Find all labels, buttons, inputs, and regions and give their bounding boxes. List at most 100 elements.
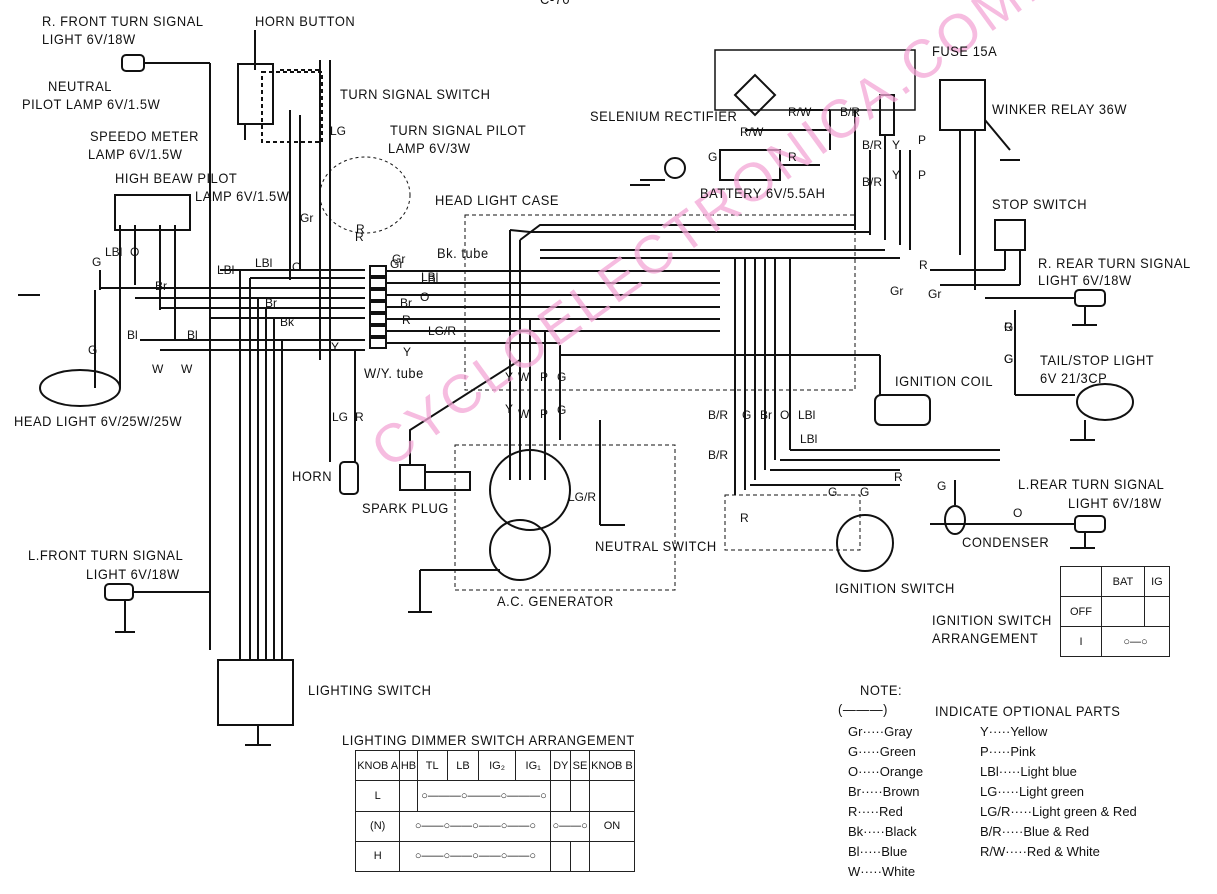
wire-color-label: P xyxy=(918,168,927,182)
wire-color-label: G xyxy=(742,408,752,422)
neutral-pilot-spec: PILOT LAMP 6V/1.5W xyxy=(22,96,161,112)
col-bat: BAT xyxy=(1101,566,1145,597)
wire-color-label: W xyxy=(152,362,164,376)
wire-color-label: Br xyxy=(155,279,167,293)
wy-tube-label: W/Y. tube xyxy=(364,365,424,381)
speedo-spec: LAMP 6V/1.5W xyxy=(88,146,183,162)
wire-color-label: G xyxy=(88,343,98,357)
r-rear-turn-label: R. REAR TURN SIGNAL xyxy=(1038,255,1191,271)
col-hb: HB xyxy=(399,749,418,782)
wire-color-label: G xyxy=(708,150,718,164)
wire-color-label: Y xyxy=(403,345,412,359)
r-front-turn-spec: LIGHT 6V/18W xyxy=(42,31,136,47)
stop-switch-label: STOP SWITCH xyxy=(992,196,1088,212)
legend-entry: LG·····Light green xyxy=(980,784,1085,799)
wire-color-label: B/R xyxy=(840,105,861,119)
wire-color-label: R xyxy=(788,150,797,164)
legend-entry: Br·····Brown xyxy=(848,784,920,799)
legend-optional: INDICATE OPTIONAL PARTS xyxy=(935,703,1121,719)
neutral-pilot-label: NEUTRAL xyxy=(48,78,112,94)
lighting-switch-label: LIGHTING SWITCH xyxy=(308,682,432,698)
r-rear-turn-spec: LIGHT 6V/18W xyxy=(1038,272,1132,288)
wire-color-label: B/R xyxy=(862,138,883,152)
legend-entry: LBl·····Light blue xyxy=(980,764,1077,779)
turn-pilot-spec: LAMP 6V/3W xyxy=(388,140,471,156)
wire-color-label: O xyxy=(292,260,302,274)
wire-color-label: Bl xyxy=(187,328,198,342)
l-front-turn-spec: LIGHT 6V/18W xyxy=(86,566,180,582)
wire-color-label: R xyxy=(919,258,928,272)
wire-color-label: R/W xyxy=(740,125,764,139)
wire-color-label: Gr xyxy=(390,257,404,271)
cell xyxy=(1143,596,1171,627)
wire-color-label: LBl xyxy=(421,272,439,286)
dimmer-table: KNOB A HB TL LB IG₂ IG₁ DY SE KNOB B L○—… xyxy=(354,749,636,873)
wire-color-label: R xyxy=(402,313,411,327)
selenium-label: SELENIUM RECTIFIER xyxy=(590,108,738,124)
wire-color-label: B/R xyxy=(708,408,729,422)
wire-color-label: G xyxy=(828,485,838,499)
col-ig1: IG₁ xyxy=(514,749,552,782)
col-knob-a: KNOB A xyxy=(354,749,401,782)
wire-color-label: W xyxy=(181,362,193,376)
wire-color-label: R xyxy=(356,222,365,236)
wire-color-label: LG/R xyxy=(568,490,597,504)
legend-entry: R/W·····Red & White xyxy=(980,844,1100,859)
wire-color-label: LBl xyxy=(255,256,273,270)
wire-color-label: R xyxy=(740,511,749,525)
dimmer-table-title: LIGHTING DIMMER SWITCH ARRANGEMENT xyxy=(342,732,635,748)
bk-tube-label: Bk. tube xyxy=(437,245,489,261)
col-se: SE xyxy=(570,749,590,782)
battery-label: BATTERY 6V/5.5AH xyxy=(700,185,826,201)
spark-plug-label: SPARK PLUG xyxy=(362,500,449,516)
wire-color-label: Gr xyxy=(890,284,904,298)
wire-color-label: R xyxy=(355,230,364,244)
wire-color-label: Br xyxy=(265,296,277,310)
r-front-turn-label: R. FRONT TURN SIGNAL xyxy=(42,13,204,29)
legend-entry: Bk·····Black xyxy=(848,824,917,839)
wire-color-label: P xyxy=(918,133,927,147)
wire-color-label: R/W xyxy=(788,105,812,119)
turn-pilot-label: TURN SIGNAL PILOT xyxy=(390,122,527,138)
wire-color-label: G xyxy=(937,479,947,493)
legend-entry: W·····White xyxy=(848,864,916,879)
wire-color-label: B/R xyxy=(862,175,883,189)
condenser-label: CONDENSER xyxy=(962,534,1050,550)
wire-color-label: Y xyxy=(892,138,901,152)
legend-dash: (———) xyxy=(838,701,888,717)
legend-entry: G·····Green xyxy=(848,744,916,759)
wire-color-label: Gr xyxy=(392,252,406,266)
wire-color-label: G xyxy=(860,485,870,499)
tail-stop-spec: 6V 21/3CP xyxy=(1040,370,1108,386)
wire-color-label: G xyxy=(557,370,567,384)
row-h: H xyxy=(354,840,401,873)
ign-table-title2: ARRANGEMENT xyxy=(932,630,1039,646)
wire-color-label: R xyxy=(1004,320,1013,334)
wire-color-label: O xyxy=(780,408,790,422)
wire-color-label: LBl xyxy=(421,270,439,284)
l-front-turn-label: L.FRONT TURN SIGNAL xyxy=(28,547,184,563)
wire-color-label: Br xyxy=(400,296,412,310)
col-lb: LB xyxy=(446,749,480,782)
wire-color-label: G xyxy=(92,255,102,269)
ign-table-title: IGNITION SWITCH xyxy=(932,612,1052,628)
legend-entry: Gr·····Gray xyxy=(848,724,913,739)
head-light-case-label: HEAD LIGHT CASE xyxy=(435,192,559,208)
wire-color-label: P xyxy=(540,370,549,384)
fuse-label: FUSE 15A xyxy=(932,43,998,59)
cell-connected: ○—○ xyxy=(1101,626,1170,657)
wire-color-label: LG xyxy=(330,124,347,138)
diag-cell xyxy=(1060,566,1102,597)
wire-color-label: B/R xyxy=(708,448,729,462)
l-rear-turn-spec: LIGHT 6V/18W xyxy=(1068,495,1162,511)
legend-title: NOTE: xyxy=(860,682,903,698)
wire-color-label: P xyxy=(540,407,549,421)
high-beam-label: HIGH BEAW PILOT xyxy=(115,170,238,186)
wire-color-label: O xyxy=(420,290,430,304)
wire-color-label: O xyxy=(130,245,140,259)
col-dy: DY xyxy=(550,749,572,782)
wire-color-label: Y xyxy=(505,402,514,416)
legend-entry: Y·····Yellow xyxy=(980,724,1048,739)
